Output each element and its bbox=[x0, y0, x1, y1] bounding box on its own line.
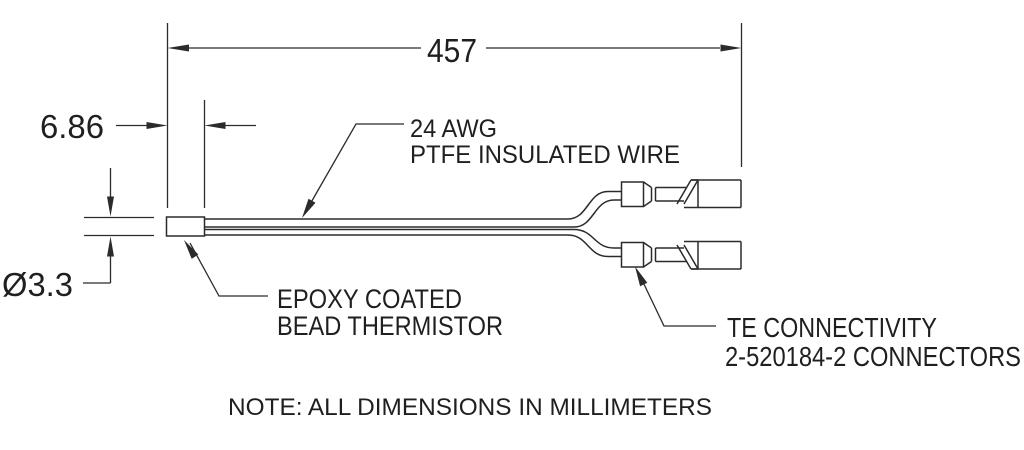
leader-line bbox=[189, 242, 268, 297]
arrowhead-left-icon bbox=[167, 44, 189, 52]
dimension-overall-length: 457 bbox=[166, 23, 743, 208]
callout-connectors: TE CONNECTIVITY 2-520184-2 CONNECTORS bbox=[635, 266, 1021, 372]
arrowhead-left-icon bbox=[146, 122, 168, 129]
dimension-value-457: 457 bbox=[427, 32, 477, 69]
wire-top-inner-edge bbox=[204, 199, 622, 228]
wire-label-line2: PTFE INSULATED WIRE bbox=[410, 141, 680, 169]
arrowhead-right-icon bbox=[720, 44, 742, 52]
arrowhead-down-icon bbox=[107, 196, 114, 217]
connector-top bbox=[620, 179, 742, 209]
leader-arrowhead-icon bbox=[302, 198, 316, 218]
leader-arrowhead-icon bbox=[184, 240, 199, 259]
wire-bottom-edge bbox=[204, 234, 622, 258]
arrowhead-right-icon bbox=[204, 122, 226, 129]
units-note: NOTE: ALL DIMENSIONS IN MILLIMETERS bbox=[228, 394, 712, 421]
connector-bottom bbox=[620, 240, 742, 270]
wire-top-edge bbox=[204, 190, 622, 220]
dimension-value-6-86: 6.86 bbox=[40, 108, 104, 145]
arrowhead-up-icon bbox=[107, 236, 114, 257]
wire-label-line1: 24 AWG bbox=[410, 115, 497, 143]
thermistor-label-line2: BEAD THERMISTOR bbox=[277, 311, 503, 341]
leader-arrowhead-icon bbox=[635, 266, 648, 287]
dimension-bead-diameter: Ø3.3 bbox=[2, 168, 154, 303]
callout-thermistor: EPOXY COATED BEAD THERMISTOR bbox=[184, 240, 503, 341]
dimension-bead-length: 6.86 bbox=[40, 100, 256, 208]
thermistor-label-line1: EPOXY COATED bbox=[277, 284, 462, 314]
callout-wire: 24 AWG PTFE INSULATED WIRE bbox=[302, 115, 680, 218]
leader-line bbox=[308, 123, 404, 207]
wire-bottom-inner-edge bbox=[204, 228, 622, 249]
thermistor-bead bbox=[165, 216, 206, 237]
connector-label-line1: TE CONNECTIVITY bbox=[727, 312, 937, 343]
connector-label-line2: 2-520184-2 CONNECTORS bbox=[725, 341, 1021, 372]
dimension-value-dia-3-3: Ø3.3 bbox=[2, 266, 73, 303]
leader-line bbox=[641, 279, 716, 327]
thermistor-assembly bbox=[165, 179, 742, 270]
